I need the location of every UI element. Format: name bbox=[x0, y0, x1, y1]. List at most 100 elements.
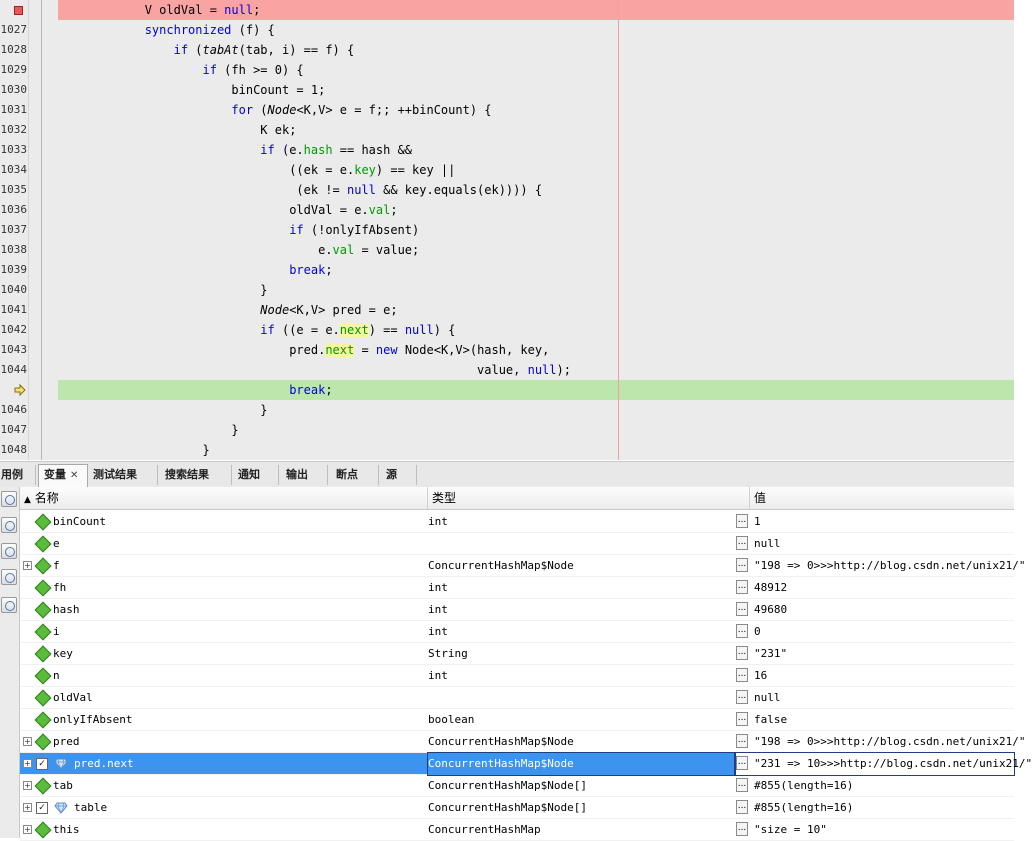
expand-icon[interactable]: + bbox=[23, 561, 32, 570]
code-text: value, null); bbox=[58, 360, 1014, 380]
code-line[interactable]: 1040 } bbox=[0, 280, 1014, 300]
code-line[interactable]: 1044 value, null); bbox=[0, 360, 1014, 380]
code-text: (ek != null && key.equals(ek)))) { bbox=[58, 180, 1014, 200]
watch-checkbox[interactable]: ✓ bbox=[36, 758, 48, 770]
edit-value-button[interactable]: ... bbox=[736, 734, 748, 748]
column-header-value[interactable]: 值 bbox=[750, 487, 1014, 509]
table-row[interactable]: +this ConcurrentHashMap ..."size = 10" bbox=[20, 819, 1014, 841]
table-row[interactable]: binCount int ...1 bbox=[20, 511, 1014, 533]
watch-checkbox[interactable]: ✓ bbox=[36, 802, 48, 814]
expand-icon[interactable]: + bbox=[23, 759, 32, 768]
code-line[interactable]: 1037 if (!onlyIfAbsent) bbox=[0, 220, 1014, 240]
code-line[interactable]: 1029 if (fh >= 0) { bbox=[0, 60, 1014, 80]
line-number: 1038 bbox=[0, 243, 28, 256]
expand-icon[interactable]: + bbox=[23, 781, 32, 790]
edit-value-button[interactable]: ... bbox=[736, 536, 748, 550]
table-row[interactable]: +f ConcurrentHashMap$Node ..."198 => 0>>… bbox=[20, 555, 1026, 577]
edit-value-button[interactable]: ... bbox=[736, 668, 748, 682]
column-header-type[interactable]: 类型 bbox=[428, 487, 750, 509]
edit-value-button[interactable]: ... bbox=[736, 602, 748, 616]
edit-value-button[interactable]: ... bbox=[736, 778, 748, 792]
watch-icon[interactable] bbox=[1, 491, 17, 507]
code-line[interactable]: 1041 Node<K,V> pred = e; bbox=[0, 300, 1014, 320]
code-line[interactable]: 1031 for (Node<K,V> e = f;; ++binCount) … bbox=[0, 100, 1014, 120]
table-row[interactable]: key String ..."231" bbox=[20, 643, 1014, 665]
code-line[interactable]: 1032 K ek; bbox=[0, 120, 1014, 140]
code-line[interactable]: 1030 binCount = 1; bbox=[0, 80, 1014, 100]
keyword: if bbox=[173, 43, 189, 57]
edit-value-button[interactable]: ... bbox=[736, 624, 748, 638]
edit-value-button[interactable]: ... bbox=[736, 646, 748, 660]
code-line-breakpoint[interactable]: V oldVal = null; bbox=[0, 0, 1014, 20]
edit-value-button[interactable]: ... bbox=[736, 690, 748, 704]
table-header: ▲ 名称 类型 值 bbox=[20, 487, 1014, 510]
column-label: 值 bbox=[754, 491, 767, 505]
line-number: 1039 bbox=[0, 263, 28, 276]
local-variable-icon bbox=[34, 579, 52, 597]
value-cell: ..."231" bbox=[736, 643, 1014, 665]
code-line[interactable]: 1034 ((ek = e.key) == key || bbox=[0, 160, 1014, 180]
edit-value-button[interactable]: ... bbox=[736, 514, 748, 528]
tab-output[interactable]: 输出 bbox=[281, 465, 328, 485]
local-variable-icon bbox=[34, 733, 52, 751]
close-icon[interactable]: ✕ bbox=[70, 470, 79, 481]
code-token: ( bbox=[188, 43, 203, 57]
expand-icon[interactable]: + bbox=[23, 737, 32, 746]
tab-sources[interactable]: 源 bbox=[381, 465, 417, 485]
table-row[interactable]: e ...null bbox=[20, 533, 1014, 555]
columns-icon[interactable] bbox=[1, 597, 17, 613]
code-token: ( bbox=[253, 103, 268, 117]
filter-icon[interactable] bbox=[1, 569, 17, 585]
code-editor[interactable]: V oldVal = null; 1027 synchronized (f) {… bbox=[0, 0, 1014, 460]
code-token: oldVal = e. bbox=[58, 203, 369, 217]
code-line[interactable]: 1036 oldVal = e.val; bbox=[0, 200, 1014, 220]
type-cell bbox=[428, 533, 734, 555]
code-line[interactable]: 1046 } bbox=[0, 400, 1014, 420]
tab-breakpoints[interactable]: 断点 bbox=[331, 465, 379, 485]
edit-value-button[interactable]: ... bbox=[736, 822, 748, 836]
tab-search-results[interactable]: 搜索结果 bbox=[160, 465, 232, 485]
code-line[interactable]: 1028 if (tabAt(tab, i) == f) { bbox=[0, 40, 1014, 60]
code-line[interactable]: 1042 if ((e = e.next) == null) { bbox=[0, 320, 1014, 340]
table-row[interactable]: i int ...0 bbox=[20, 621, 1014, 643]
edit-value-button[interactable]: ... bbox=[736, 580, 748, 594]
edit-value-button[interactable]: ... bbox=[736, 558, 748, 572]
code-text: } bbox=[58, 443, 210, 457]
table-row[interactable]: +✓ table ConcurrentHashMap$Node[] ...#85… bbox=[20, 797, 1014, 819]
column-label: 名称 bbox=[34, 491, 59, 505]
table-row[interactable]: hash int ...49680 bbox=[20, 599, 1014, 621]
breakpoint-settings-icon[interactable] bbox=[1, 543, 17, 559]
table-row-selected[interactable]: +✓ pred.next ConcurrentHashMap$Node ..."… bbox=[20, 752, 1032, 776]
code-line[interactable]: 1039 break; bbox=[0, 260, 1014, 280]
code-line[interactable]: 1027 synchronized (f) { bbox=[0, 20, 1014, 40]
variable-name: n bbox=[53, 669, 60, 682]
table-row[interactable]: +tab ConcurrentHashMap$Node[] ...#855(le… bbox=[20, 775, 1014, 797]
table-row[interactable]: fh int ...48912 bbox=[20, 577, 1014, 599]
column-header-name[interactable]: ▲ 名称 bbox=[20, 487, 428, 509]
expand-icon[interactable]: + bbox=[23, 803, 32, 812]
tab-variables[interactable]: 变量✕ bbox=[38, 464, 88, 487]
code-line[interactable]: 1035 (ek != null && key.equals(ek)))) { bbox=[0, 180, 1014, 200]
edit-value-button[interactable]: ... bbox=[736, 756, 748, 770]
local-variable-icon bbox=[34, 689, 52, 707]
edit-value-button[interactable]: ... bbox=[736, 800, 748, 814]
new-watch-icon[interactable] bbox=[1, 517, 17, 533]
tab-use-cases[interactable]: 用例 bbox=[0, 465, 36, 485]
expand-icon[interactable]: + bbox=[23, 825, 32, 834]
code-line[interactable]: 1047 } bbox=[0, 420, 1014, 440]
code-line[interactable]: 1048 } bbox=[0, 440, 1014, 460]
fold-margin bbox=[29, 0, 56, 460]
tab-test-results[interactable]: 测试结果 bbox=[88, 465, 158, 485]
edit-value-button[interactable]: ... bbox=[736, 712, 748, 726]
code-line-current[interactable]: break; bbox=[0, 380, 1014, 400]
table-row[interactable]: onlyIfAbsent boolean ...false bbox=[20, 709, 1014, 731]
tab-notifications[interactable]: 通知 bbox=[233, 465, 279, 485]
line-number-gutter[interactable] bbox=[0, 0, 29, 460]
code-line[interactable]: 1043 pred.next = new Node<K,V>(hash, key… bbox=[0, 340, 1014, 360]
table-row[interactable]: n int ...16 bbox=[20, 665, 1014, 687]
table-row[interactable]: oldVal ...null bbox=[20, 687, 1014, 709]
table-row[interactable]: +pred ConcurrentHashMap$Node ..."198 => … bbox=[20, 731, 1026, 753]
code-line[interactable]: 1038 e.val = value; bbox=[0, 240, 1014, 260]
code-line[interactable]: 1033 if (e.hash == hash && bbox=[0, 140, 1014, 160]
breakpoint-icon[interactable] bbox=[14, 6, 23, 15]
